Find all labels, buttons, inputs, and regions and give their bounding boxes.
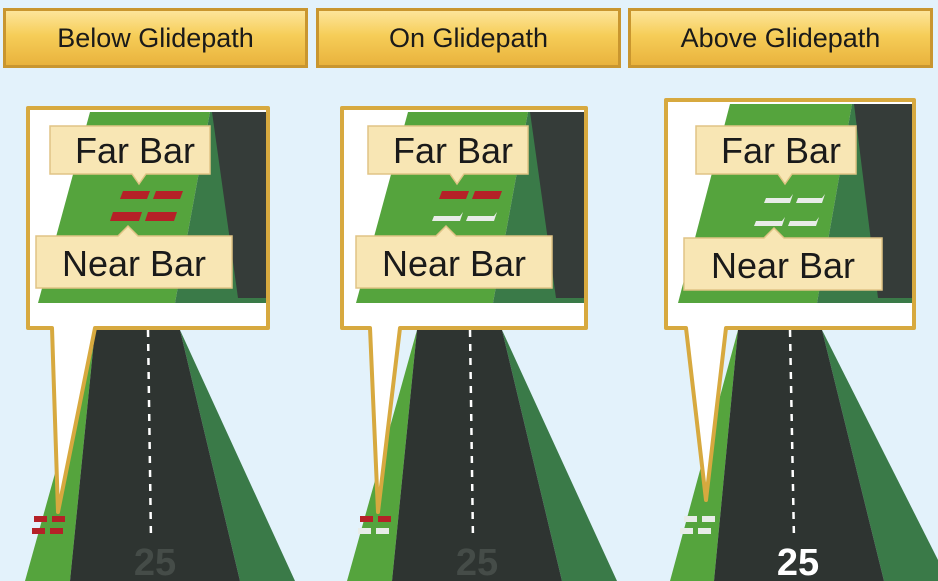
vasi-lights-ground — [358, 516, 391, 534]
near-bar-lights — [754, 217, 819, 226]
header-above-glidepath: Above Glidepath — [628, 8, 933, 68]
grass-right — [822, 330, 938, 581]
scene-above: 25 Far Bar — [664, 98, 938, 581]
header-on-glidepath: On Glidepath — [316, 8, 621, 68]
near-bar-label: Near Bar — [711, 245, 855, 286]
panel-on-glidepath: 25 Far Bar — [322, 0, 634, 581]
panel-below-glidepath: 25 Far Bar — [0, 0, 312, 581]
grass-right — [180, 330, 295, 581]
far-bar-label-box: Far Bar — [695, 125, 857, 186]
far-bar-lights — [764, 194, 825, 203]
vasi-lights-ground — [32, 516, 65, 534]
runway — [714, 330, 884, 581]
far-bar-label: Far Bar — [393, 130, 513, 171]
near-bar-lights — [432, 212, 497, 221]
inset-shadow — [212, 112, 266, 298]
far-bar-label-box: Far Bar — [49, 125, 211, 186]
runway — [70, 330, 240, 581]
near-bar-lights — [110, 212, 177, 221]
runway-number: 25 — [777, 542, 819, 581]
far-bar-label-box: Far Bar — [367, 125, 529, 186]
scene-on: 25 Far Bar — [340, 106, 617, 581]
far-bar-lights — [439, 191, 502, 199]
near-bar-label: Near Bar — [382, 243, 526, 284]
header-below-glidepath: Below Glidepath — [3, 8, 308, 68]
inset-shadow — [530, 112, 584, 298]
panel-above-glidepath: 25 Far Bar — [626, 0, 938, 581]
runway-number: 25 — [456, 542, 498, 581]
near-bar-label: Near Bar — [62, 243, 206, 284]
near-bar-label-box: Near Bar — [355, 224, 553, 289]
far-bar-label: Far Bar — [721, 130, 841, 171]
near-bar-label-box: Near Bar — [683, 226, 883, 291]
vasi-lights-ground — [680, 516, 715, 534]
scene-below: 25 Far Bar — [25, 106, 295, 581]
runway — [392, 330, 562, 581]
inset-shadow — [854, 104, 912, 298]
far-bar-lights — [120, 191, 183, 199]
near-bar-label-box: Near Bar — [35, 224, 233, 289]
grass-right — [502, 330, 617, 581]
runway-number: 25 — [134, 542, 176, 581]
far-bar-label: Far Bar — [75, 130, 195, 171]
